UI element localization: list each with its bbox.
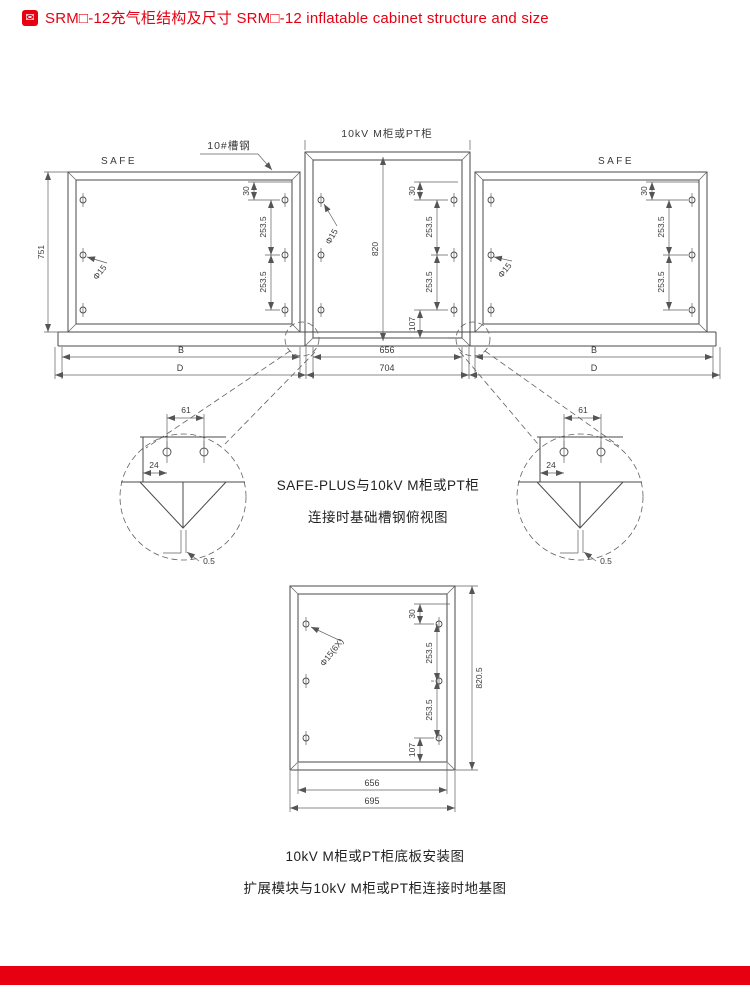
dim-751-label: 751 xyxy=(36,245,46,259)
detail-view-left: 61 24 0.5 xyxy=(119,405,247,566)
page-header: ✉ SRM□-12充气柜结构及尺寸 SRM□-12 inflatable cab… xyxy=(22,7,549,28)
detail-dim-61-left: 61 xyxy=(181,405,191,415)
dim-253-right-top: 253.5 xyxy=(656,216,666,238)
base-dim-8205: 820.5 xyxy=(455,585,484,771)
safe-label-right: SAFE xyxy=(598,156,634,167)
detail-caption-line1: SAFE-PLUS与10kV M柜或PT柜 xyxy=(277,478,480,493)
technical-drawing: 10kV M柜或PT柜 10#槽钢 SAFE SAFE 751 820 30 2… xyxy=(36,127,721,896)
mid-cabinet-label: 10kV M柜或PT柜 xyxy=(341,127,433,140)
dim-30-right: 30 xyxy=(639,186,649,196)
phi15-label-mid: Φ15 xyxy=(323,227,340,246)
footer-bar xyxy=(0,966,750,985)
base-dim-695: 695 xyxy=(364,796,379,806)
base-caption-line1: 10kV M柜或PT柜底板安装图 xyxy=(285,849,464,864)
channel-steel-label: 10#槽钢 xyxy=(207,139,251,152)
plan-width-dims: B 656 B D 704 D xyxy=(54,345,721,379)
detail-caption-line2: 连接时基础槽钢俯视图 xyxy=(308,509,448,525)
detail-view-right: 61 24 0.5 xyxy=(516,405,644,566)
base-dim-253-bottom: 253.5 xyxy=(424,699,434,721)
plan-mid-cabinet xyxy=(304,151,471,347)
dim-253-mid-bottom: 253.5 xyxy=(424,271,434,293)
hole-chain-mid: 30 253.5 253.5 107 xyxy=(407,181,458,339)
plan-left-cabinet xyxy=(67,171,301,333)
brand-icon: ✉ xyxy=(22,9,38,26)
dim-820-label: 820 xyxy=(370,242,380,256)
detail-dim-61-right: 61 xyxy=(578,405,588,415)
dim-253-left-bottom: 253.5 xyxy=(258,271,268,293)
base-caption-line2: 扩展模块与10kV M柜或PT柜连接时地基图 xyxy=(243,880,506,896)
base-dim-253-top: 253.5 xyxy=(424,642,434,664)
base-plate-outline xyxy=(289,585,456,771)
dim-253-mid-top: 253.5 xyxy=(424,216,434,238)
base-hole-chain: 30 253.5 253.5 107 xyxy=(407,603,450,762)
detail-link-right xyxy=(455,321,620,447)
foundation-channel-band xyxy=(57,331,717,347)
detail-dim-05-left: 0.5 xyxy=(203,556,215,566)
dim-253-left-top: 253.5 xyxy=(258,216,268,238)
dim-D-right: D xyxy=(591,363,598,373)
plan-right-cabinet xyxy=(474,171,708,333)
dim-820: 820 xyxy=(370,157,386,341)
plan-mid-title: 10kV M柜或PT柜 xyxy=(304,127,471,150)
page-title: SRM□-12充气柜结构及尺寸 SRM□-12 inflatable cabin… xyxy=(45,10,549,27)
base-phi-callout: Φ15(6X) xyxy=(310,626,346,668)
base-phi15-label: Φ15(6X) xyxy=(318,636,346,668)
base-dim-8205-label: 820.5 xyxy=(474,667,484,689)
phi15-label-left: Φ15 xyxy=(91,262,109,281)
detail-dim-24-left: 24 xyxy=(149,460,159,470)
base-width-dims: 656 695 xyxy=(289,763,456,812)
phi15-label-right: Φ15 xyxy=(496,260,514,279)
dim-656: 656 xyxy=(379,345,394,355)
channel-steel-callout: 10#槽钢 xyxy=(200,139,273,171)
base-dim-656: 656 xyxy=(364,778,379,788)
hole-chain-left: 30 253.5 253.5 xyxy=(241,181,292,311)
dim-B-left: B xyxy=(178,345,184,355)
dim-30-left: 30 xyxy=(241,186,251,196)
base-dim-107: 107 xyxy=(407,743,417,757)
hole-chain-right: 30 253.5 253.5 xyxy=(639,181,699,311)
detail-dim-24-right: 24 xyxy=(546,460,556,470)
dim-B-right: B xyxy=(591,345,597,355)
plan-bolt-holes xyxy=(79,193,696,317)
dim-30-mid: 30 xyxy=(407,186,417,196)
base-plate-holes xyxy=(302,617,443,745)
dim-107-mid: 107 xyxy=(407,317,417,331)
dim-D-left: D xyxy=(177,363,184,373)
dim-751: 751 xyxy=(36,171,68,333)
detail-link-left xyxy=(145,321,320,449)
detail-dim-05-right: 0.5 xyxy=(600,556,612,566)
safe-label-left: SAFE xyxy=(101,156,137,167)
base-dim-30: 30 xyxy=(407,609,417,619)
dim-253-right-bottom: 253.5 xyxy=(656,271,666,293)
dim-704: 704 xyxy=(379,363,394,373)
